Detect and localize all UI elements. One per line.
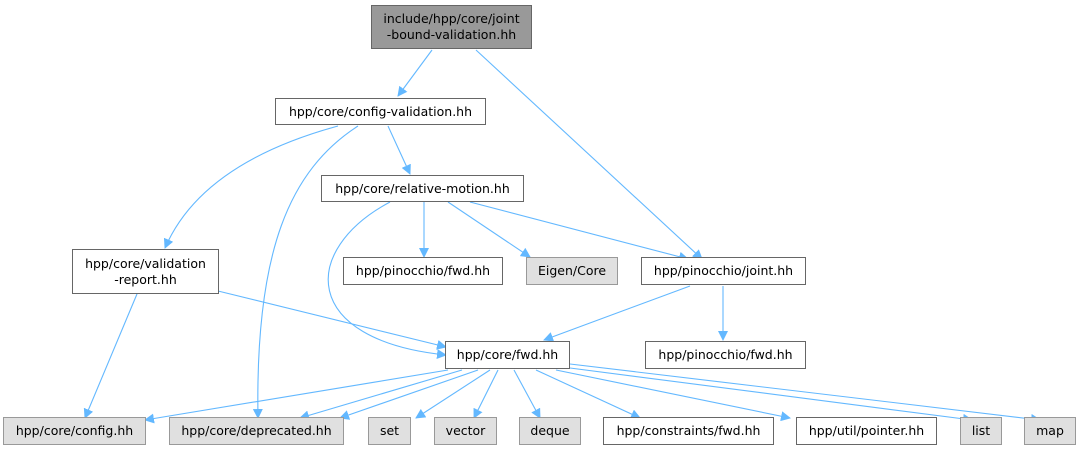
node-root-file[interactable]: include/hpp/core/joint -bound-validation…: [371, 5, 532, 49]
edge-root-config-validation: [397, 49, 433, 97]
edge-core-fwd-list: [569, 367, 973, 424]
edge-config-validation-validation-report: [163, 125, 339, 249]
edge-relative-motion-joint: [469, 201, 689, 262]
edge-core-fwd-constraints: [535, 369, 641, 419]
node-vector[interactable]: vector: [434, 417, 497, 445]
node-config-validation[interactable]: hpp/core/config-validation.hh: [275, 98, 486, 125]
edge-root-pinocchio-joint: [475, 49, 703, 260]
node-pinocchio-fwd-2[interactable]: hpp/pinocchio/fwd.hh: [645, 341, 806, 369]
node-pinocchio-fwd[interactable]: hpp/pinocchio/fwd.hh: [343, 257, 503, 285]
node-core-config[interactable]: hpp/core/config.hh: [3, 417, 146, 445]
edge-config-validation-relative-motion: [387, 125, 411, 175]
node-validation-report[interactable]: hpp/core/validation -report.hh: [72, 249, 219, 294]
edge-core-fwd-deque: [513, 369, 541, 419]
node-core-deprecated[interactable]: hpp/core/deprecated.hh: [169, 417, 344, 445]
edge-relative-motion-eigen: [447, 201, 531, 258]
edge-relative-motion-core-fwd: [327, 201, 447, 360]
node-set[interactable]: set: [368, 417, 411, 445]
edge-config-validation-deprecated: [252, 125, 359, 419]
edge-validation-report-core-fwd: [217, 290, 447, 350]
node-eigen-core[interactable]: Eigen/Core: [526, 257, 618, 285]
node-list[interactable]: list: [960, 417, 1002, 445]
node-core-fwd[interactable]: hpp/core/fwd.hh: [445, 341, 570, 369]
edge-joint-core-fwd: [543, 285, 691, 342]
node-deque[interactable]: deque: [519, 417, 581, 445]
node-map[interactable]: map: [1024, 417, 1076, 445]
node-pinocchio-joint[interactable]: hpp/pinocchio/joint.hh: [641, 257, 806, 285]
edge-core-fwd-vector: [473, 369, 499, 419]
edge-core-fwd-config: [144, 369, 449, 424]
edge-core-fwd-set: [415, 369, 491, 419]
node-constraints-fwd[interactable]: hpp/constraints/fwd.hh: [603, 417, 774, 445]
edge-core-fwd-deprecated: [299, 369, 463, 421]
edge-core-fwd-pointer: [555, 369, 791, 422]
edge-core-fwd-deprecated-b: [339, 369, 479, 420]
node-util-pointer[interactable]: hpp/util/pointer.hh: [796, 417, 937, 445]
edge-core-fwd-map: [569, 363, 1041, 424]
node-relative-motion[interactable]: hpp/core/relative-motion.hh: [321, 175, 524, 202]
edge-validation-report-config: [83, 293, 138, 419]
